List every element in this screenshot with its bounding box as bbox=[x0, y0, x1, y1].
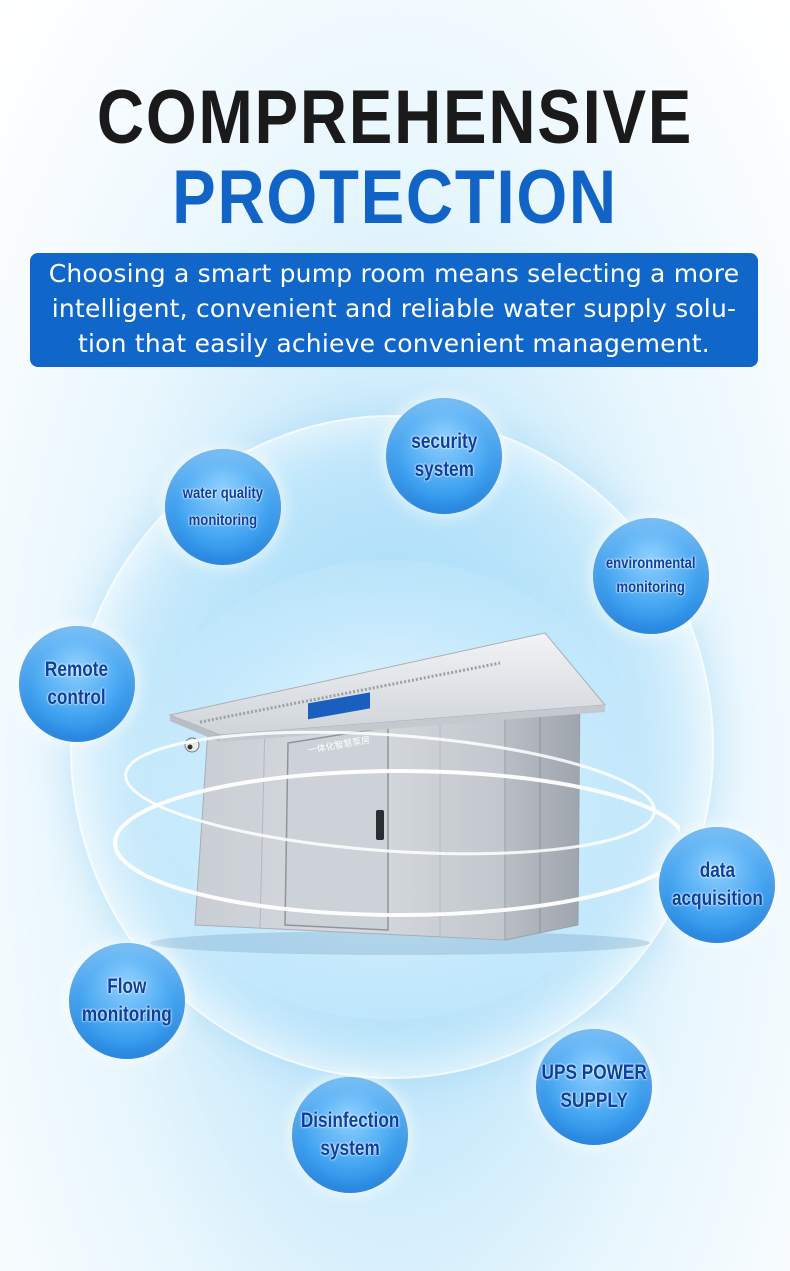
pump-room-illustration: 一体化智慧泵房 bbox=[113, 632, 680, 955]
description-line: intelligent, convenient and reliable wat… bbox=[51, 294, 737, 323]
heading-line-1: COMPREHENSIVE bbox=[96, 75, 694, 160]
door bbox=[284, 726, 389, 931]
orbit-ring bbox=[124, 730, 656, 856]
door-handle bbox=[376, 810, 384, 840]
description-box: Choosing a smart pump room means selecti… bbox=[30, 253, 758, 367]
description-line: Choosing a smart pump room means selecti… bbox=[48, 259, 740, 288]
product-sign bbox=[308, 692, 370, 720]
orbit-ring bbox=[113, 769, 680, 917]
description-line: tion that easily achieve convenient mana… bbox=[78, 329, 710, 358]
heading-line-2: PROTECTION bbox=[172, 155, 618, 240]
